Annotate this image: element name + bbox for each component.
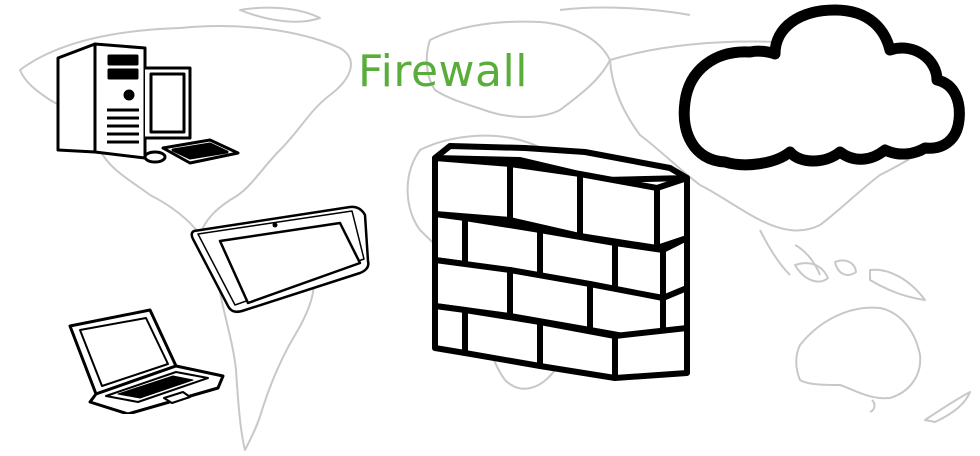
tablet-icon [190,205,370,314]
brick-wall-icon [432,143,690,381]
diagram-title: Firewall [358,46,528,97]
laptop-icon [68,308,225,414]
cloud-icon [678,4,965,171]
desktop-computer-icon [56,42,240,165]
